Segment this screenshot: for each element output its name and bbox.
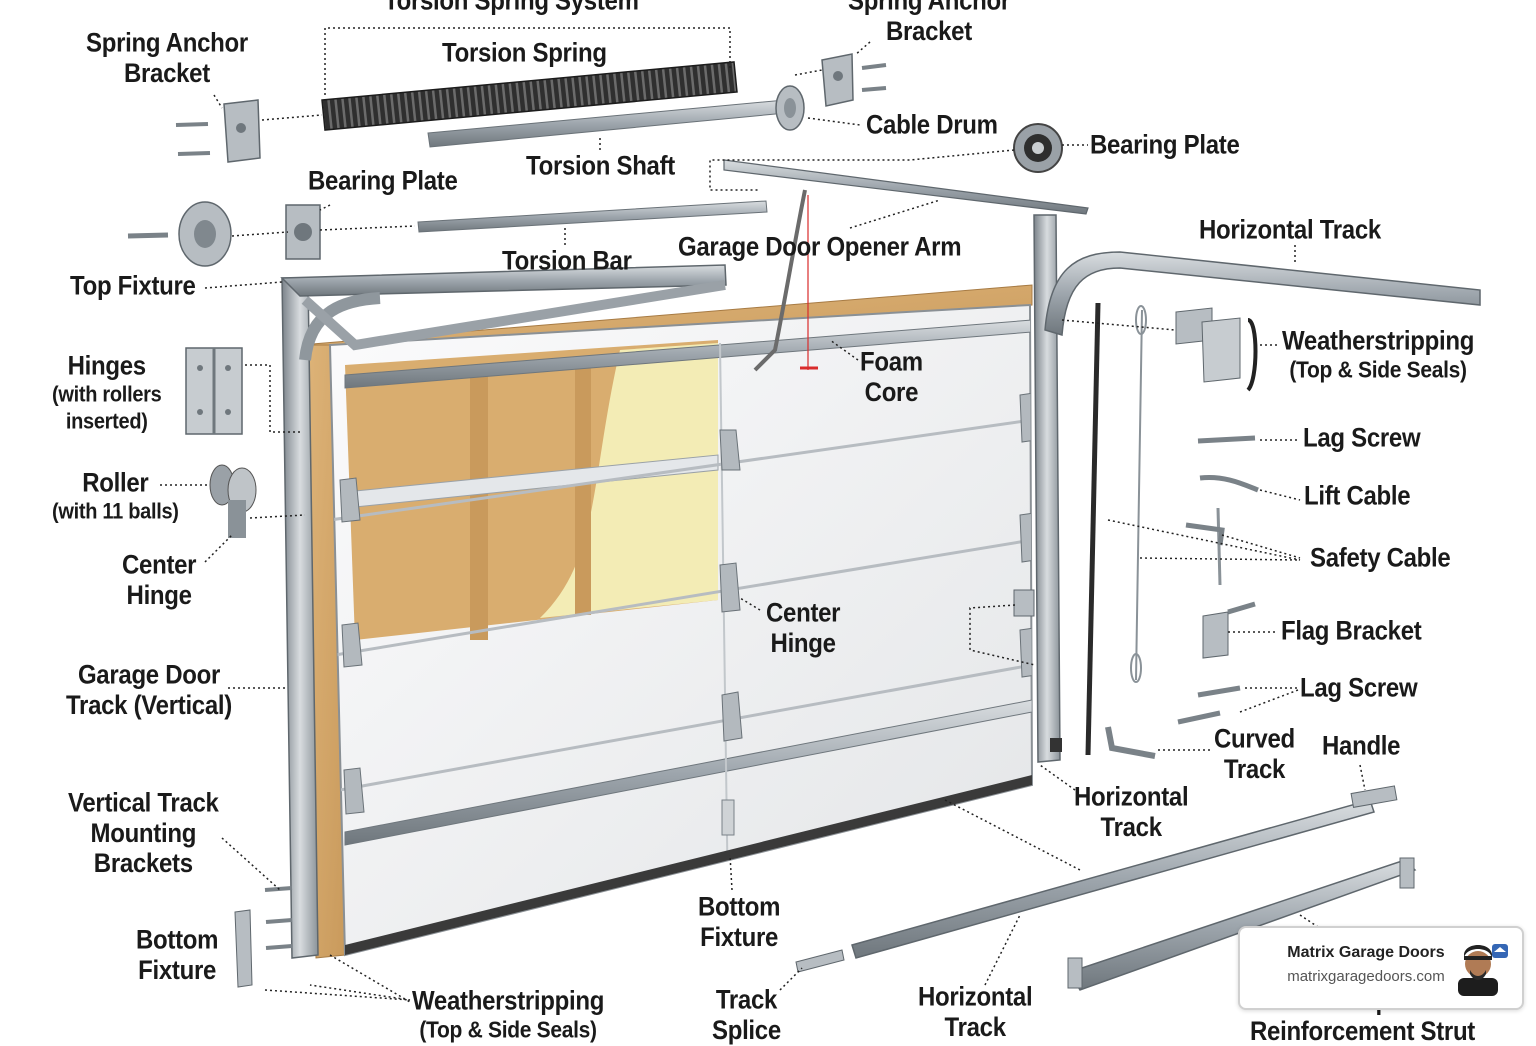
torsion-bar	[417, 200, 768, 233]
top-fixture	[127, 201, 232, 267]
label-center-hinge-mid: Center Hinge	[766, 598, 841, 659]
label-garage-door-opener-arm: Garage Door Opener Arm	[678, 232, 962, 263]
horizontal-track-bottom	[795, 785, 1417, 991]
label-torsion-bar: Torsion Bar	[502, 246, 632, 277]
label-lift-cable: Lift Cable	[1304, 481, 1411, 512]
small-parts-right	[1013, 307, 1259, 759]
label-spring-anchor-bracket-left: Spring Anchor Bracket	[86, 28, 248, 89]
cable-drum	[775, 85, 805, 131]
label-torsion-shaft: Torsion Shaft	[526, 151, 675, 182]
opener-arm	[723, 159, 1089, 372]
garage-door-diagram	[127, 27, 1481, 1003]
safety-cable	[1085, 302, 1147, 756]
label-bottom-fixture-left: Bottom Fixture	[136, 925, 219, 986]
label-cable-drum: Cable Drum	[866, 110, 998, 141]
label-vertical-track-mounting-brackets: Vertical Track Mounting Brackets	[68, 788, 219, 879]
brand-badge[interactable]: Matrix Garage Doors matrixgaragedoors.co…	[1238, 926, 1524, 1010]
label-bottom-fixture-mid: Bottom Fixture	[698, 892, 781, 953]
torsion-spring	[321, 61, 738, 131]
label-weatherstripping-right: Weatherstripping (Top & Side Seals)	[1282, 326, 1475, 384]
bearing-plate-right	[1013, 123, 1063, 173]
label-garage-door-track-vertical: Garage Door Track (Vertical)	[66, 660, 232, 721]
garage-door-track-vertical	[280, 264, 727, 959]
spring-anchor-bracket-left	[175, 99, 261, 163]
leader-lines	[160, 27, 1366, 1003]
label-curved-track: Curved Track	[1214, 724, 1295, 785]
bearing-plate-left	[285, 204, 321, 260]
label-roller: Roller (with 11 balls)	[52, 468, 179, 524]
spring-anchor-bracket-right	[821, 53, 887, 107]
brand-url[interactable]: matrixgaragedoors.com	[1287, 968, 1445, 985]
label-safety-cable: Safety Cable	[1310, 543, 1451, 574]
label-lag-screw-bottom: Lag Screw	[1300, 673, 1418, 704]
label-handle: Handle	[1322, 731, 1401, 762]
label-torsion-spring-system: Torsion Spring System	[384, 0, 639, 17]
small-parts-left	[185, 347, 293, 988]
door-panel	[299, 284, 1034, 959]
label-horizontal-track-bottom: Horizontal Track	[918, 982, 1033, 1043]
brand-name: Matrix Garage Doors	[1287, 944, 1445, 961]
label-track-splice: Track Splice	[712, 985, 781, 1046]
label-bearing-plate-left: Bearing Plate	[308, 166, 458, 197]
label-flag-bracket: Flag Bracket	[1281, 616, 1422, 647]
label-lag-screw-top: Lag Screw	[1303, 423, 1421, 454]
label-horizontal-track-mid: Horizontal Track	[1074, 782, 1189, 843]
label-hinges: Hinges (with rollers inserted)	[52, 351, 162, 434]
label-weatherstripping-bottom: Weatherstripping (Top & Side Seals)	[412, 986, 605, 1044]
label-top-fixture: Top Fixture	[70, 271, 196, 302]
label-torsion-spring: Torsion Spring	[442, 38, 607, 69]
label-spring-anchor-bracket-right: Spring Anchor Bracket	[848, 0, 1010, 47]
label-horizontal-track-top: Horizontal Track	[1199, 215, 1381, 246]
label-bearing-plate-right: Bearing Plate	[1090, 130, 1240, 161]
label-foam-core: Foam Core	[860, 347, 923, 408]
label-center-hinge-left: Center Hinge	[122, 550, 197, 611]
mascot-avatar-icon	[1458, 944, 1508, 996]
horizontal-track-top	[1033, 214, 1481, 763]
